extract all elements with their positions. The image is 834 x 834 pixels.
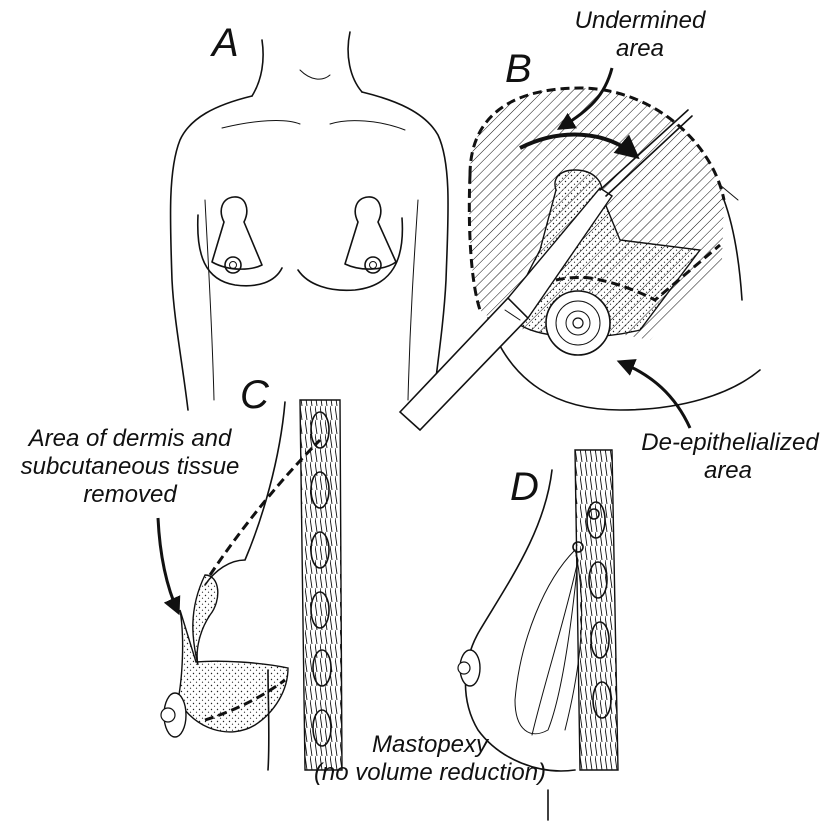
excised-tissue <box>178 575 288 732</box>
de-epithelialized-label-line1: De-epithelialized <box>641 429 819 456</box>
panel-a-label: A <box>210 21 239 65</box>
areola-b <box>546 291 610 355</box>
dermis-arrow <box>158 518 178 612</box>
panel-b: B Undermined area <box>400 7 819 484</box>
de-epithelialized-label-line2: area <box>704 457 752 484</box>
undermined-label-line2: area <box>616 35 664 62</box>
undermined-label-line1: Undermined <box>575 7 706 34</box>
dermis-label-line3: removed <box>83 481 177 508</box>
nipple-d <box>458 650 480 686</box>
keyhole-pattern-right <box>345 197 396 273</box>
nipple-c <box>161 693 186 737</box>
dermis-label-line2: subcutaneous tissue <box>21 453 240 480</box>
panel-c-label: C <box>240 373 270 417</box>
caption-line2: (no volume reduction) <box>314 759 546 786</box>
keyhole-pattern-left <box>212 197 262 273</box>
de-epithelialized-arrow <box>620 362 690 428</box>
dermis-label-line1: Area of dermis and <box>27 425 232 452</box>
panel-c: C Area of dermis and subcutaneous tissue… <box>21 373 342 770</box>
torso-outline <box>170 32 448 410</box>
panel-a: A <box>170 21 448 410</box>
panel-d-label: D <box>510 465 539 509</box>
caption-line1: Mastopexy <box>372 731 490 758</box>
chest-wall-c <box>300 400 342 770</box>
panel-b-label: B <box>505 47 532 91</box>
